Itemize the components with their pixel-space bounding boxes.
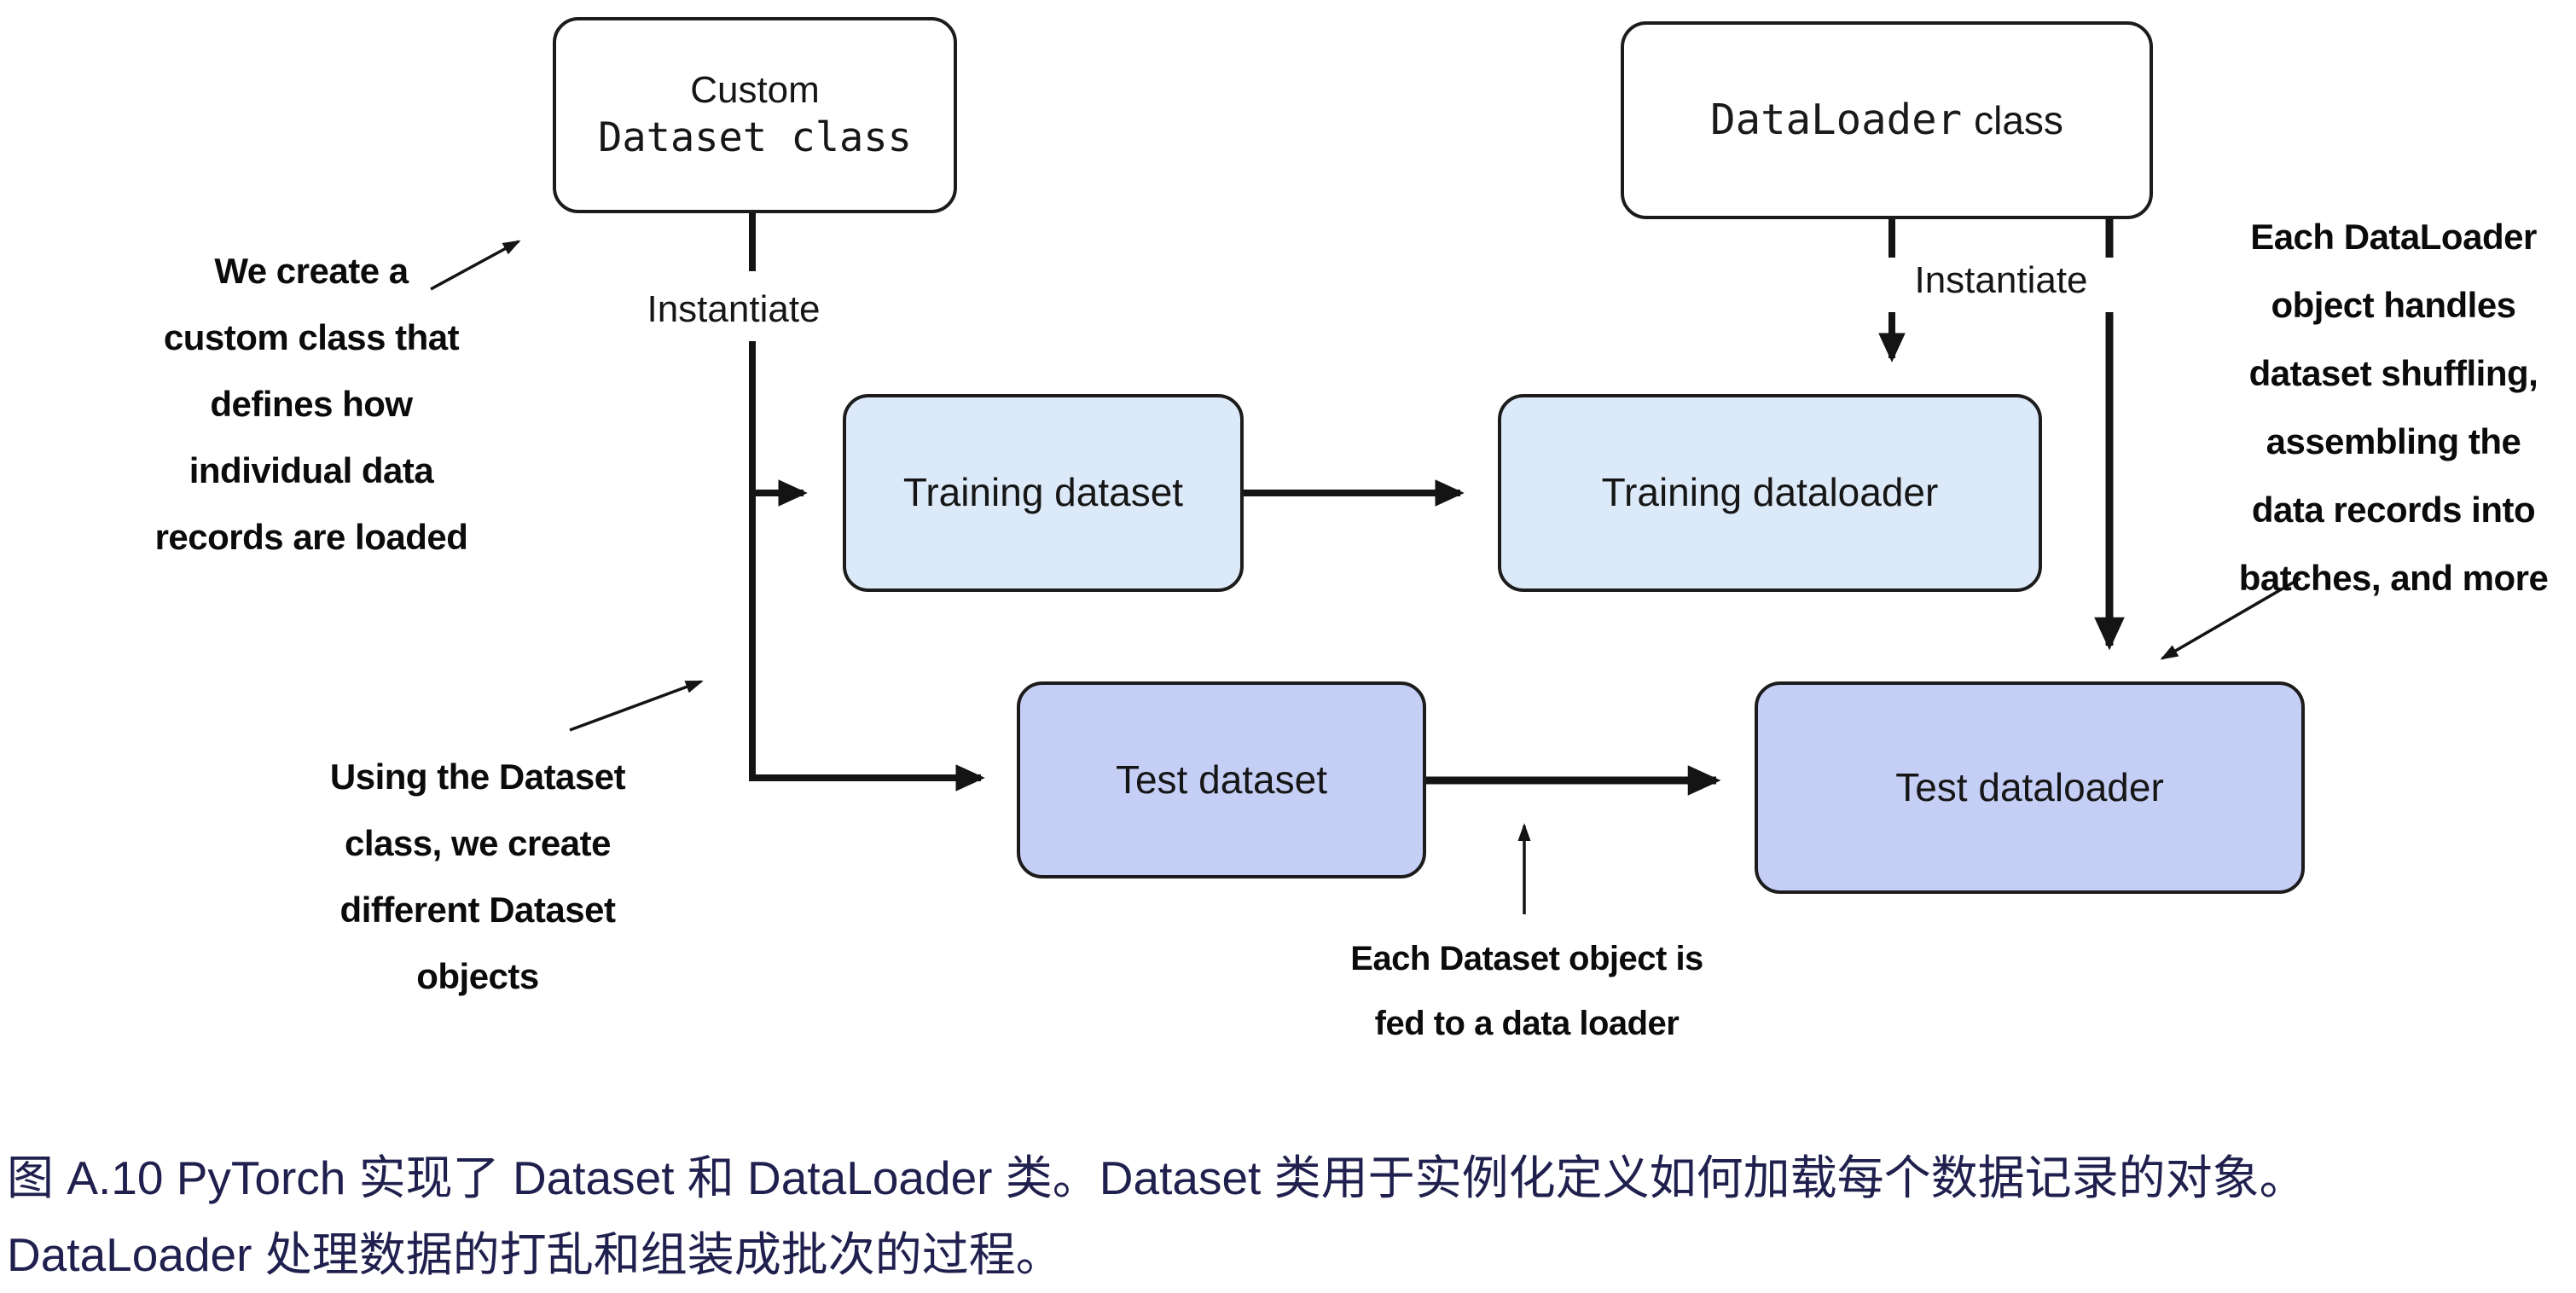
node-custom-dataset-class: Custom Dataset class <box>553 17 957 213</box>
dataloader-class-suffix: class <box>1974 97 2063 142</box>
node-test-dataloader: Test dataloader <box>1755 681 2305 894</box>
node-training-dataset: Training dataset <box>843 394 1244 592</box>
instantiate-label-right: Instantiate <box>1914 259 2088 301</box>
annotation-line: records are loaded <box>154 517 468 557</box>
figure-caption-line-1: 图 A.10 PyTorch 实现了 Dataset 和 DataLoader … <box>7 1151 2306 1204</box>
figure-caption-line-2: DataLoader 处理数据的打乱和组装成批次的过程。 <box>7 1228 1063 1281</box>
custom-dataset-class-line2: Dataset class <box>598 114 912 162</box>
arrow-annotation-left-bottom <box>569 680 704 732</box>
annotation-line: objects <box>416 956 539 996</box>
test-dataset-label: Test dataset <box>1115 757 1328 802</box>
annotation-right: Each DataLoader object handles dataset s… <box>2172 203 2576 612</box>
annotation-line: Each Dataset object is <box>1350 940 1703 977</box>
node-test-dataset: Test dataset <box>1017 681 1426 878</box>
annotation-line: batches, and more <box>2238 558 2549 598</box>
annotation-left-top: We create a custom class that defines ho… <box>55 238 567 571</box>
annotation-line: dataset shuffling, <box>2248 353 2538 393</box>
annotation-line: We create a <box>214 251 409 291</box>
annotation-line: class, we create <box>345 823 611 863</box>
annotation-line: object handles <box>2271 285 2516 325</box>
node-training-dataloader: Training dataloader <box>1498 394 2042 592</box>
test-dataloader-label: Test dataloader <box>1895 764 2164 809</box>
annotation-line: custom class that <box>163 317 460 357</box>
annotation-line: fed to a data loader <box>1374 1005 1680 1042</box>
annotation-left-bottom: Using the Dataset class, we create diffe… <box>222 744 734 1010</box>
annotation-line: different Dataset <box>339 890 616 930</box>
annotation-line: assembling the <box>2266 421 2521 461</box>
annotation-line: Using the Dataset <box>329 757 626 797</box>
annotation-line: data records into <box>2251 490 2536 530</box>
annotation-line: individual data <box>189 450 434 490</box>
custom-dataset-class-line1: Custom <box>690 69 820 112</box>
node-dataloader-class: DataLoader class <box>1621 21 2153 219</box>
instantiate-label-left: Instantiate <box>647 288 821 330</box>
figure-caption: 图 A.10 PyTorch 实现了 Dataset 和 DataLoader … <box>7 1139 2306 1293</box>
training-dataset-label: Training dataset <box>902 470 1184 515</box>
annotation-line: Each DataLoader <box>2250 217 2537 257</box>
training-dataloader-label: Training dataloader <box>1601 470 1939 515</box>
annotation-line: defines how <box>210 384 413 424</box>
dataloader-class-code: DataLoader <box>1710 95 1963 144</box>
annotation-bottom: Each Dataset object is fed to a data loa… <box>1271 926 1783 1056</box>
